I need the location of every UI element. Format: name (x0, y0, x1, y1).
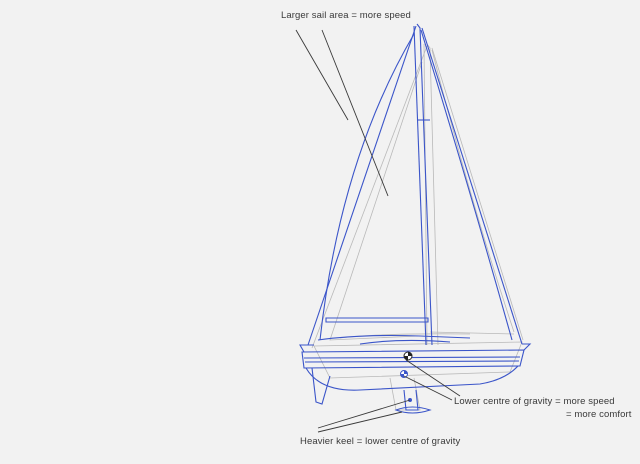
reference-boat-outline (311, 43, 524, 411)
keel-bulb (394, 406, 432, 414)
reference-forestay (311, 45, 428, 349)
hull-underbody (305, 365, 519, 391)
forestay (307, 25, 417, 346)
leader-gravity-lower (403, 375, 453, 401)
mainsail (420, 29, 513, 341)
centre-of-gravity-new-icon (400, 370, 408, 378)
reference-mainsail (431, 49, 515, 333)
leader-lines (295, 29, 461, 433)
centre-of-gravity-annotation: Lower centre of gravity = more speed (454, 396, 615, 407)
leader-sail-left (295, 29, 349, 121)
reference-hull (313, 341, 523, 379)
reference-mast (426, 43, 439, 346)
keel-annotation: Heavier keel = lower centre of gravity (300, 436, 461, 447)
rudder (311, 367, 331, 405)
sail-area-annotation: Larger sail area = more speed (281, 10, 411, 21)
leader-sail-right (321, 29, 389, 197)
leader-keel-lower (317, 411, 403, 433)
leader-keel-upper (317, 399, 411, 429)
mast (416, 23, 433, 346)
keel-fin (403, 389, 419, 411)
headsail (319, 33, 415, 341)
new-boat-outline (299, 23, 532, 414)
centre-of-gravity-reference-icon (403, 351, 413, 361)
comfort-annotation: = more comfort (566, 409, 632, 420)
leader-gravity-upper (405, 359, 461, 397)
boom (325, 317, 429, 323)
hull-topside (301, 349, 525, 369)
